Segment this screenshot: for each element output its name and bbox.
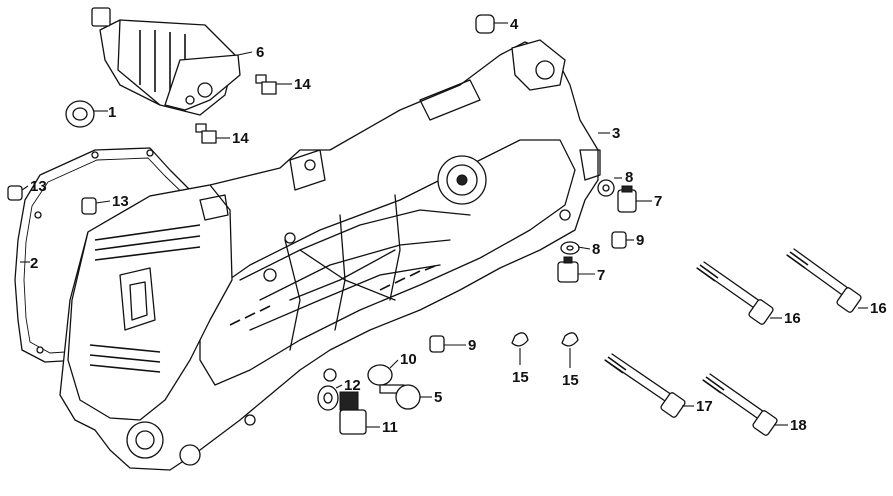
callout-12: 12	[344, 377, 361, 394]
callout-15a: 15	[512, 369, 529, 386]
drain-bolt-7a	[617, 185, 637, 213]
long-bolt-16b	[786, 248, 862, 313]
long-bolt-18	[702, 373, 778, 436]
callout-13a: 13	[30, 178, 47, 195]
callout-14b: 14	[232, 130, 249, 147]
callout-2: 2	[30, 255, 38, 272]
callout-10: 10	[400, 351, 417, 368]
o-ring-10	[367, 364, 393, 386]
callout-3: 3	[612, 125, 620, 142]
washer-12	[317, 385, 339, 411]
callout-11: 11	[382, 419, 398, 436]
dowel-9b	[429, 335, 445, 353]
long-bolt-17	[604, 353, 686, 418]
bolt-14a	[255, 74, 277, 95]
starter-motor	[91, 7, 241, 116]
callout-5: 5	[434, 389, 442, 406]
clip-15b	[561, 332, 579, 347]
callout-9b: 9	[468, 337, 476, 354]
callout-7b: 7	[597, 267, 605, 284]
bushing	[65, 100, 95, 128]
clip-15a	[511, 332, 529, 347]
bolt-14b	[195, 123, 217, 144]
washer-8b	[560, 241, 580, 255]
callout-15b: 15	[562, 372, 579, 389]
callout-17: 17	[696, 398, 713, 415]
washer-8a	[597, 179, 615, 197]
callout-4: 4	[510, 16, 519, 33]
long-bolt-16a	[696, 261, 774, 325]
callout-6: 6	[256, 44, 264, 61]
dowel-pin-13b	[81, 197, 97, 215]
bolt-11	[339, 391, 367, 435]
callout-13b: 13	[112, 193, 129, 210]
filler-plug-5	[379, 384, 421, 410]
dowel-9a	[611, 231, 627, 249]
crankcase-housing	[59, 39, 601, 471]
callout-16b: 16	[870, 300, 887, 317]
callout-labels: 1 2 3 4 5 6 7 7 8 8 9 9 10 11 12 13 13 1…	[30, 16, 887, 436]
dowel-pin-13a	[7, 185, 23, 201]
callout-16a: 16	[784, 310, 801, 327]
callout-7a: 7	[654, 193, 662, 210]
callout-8a: 8	[625, 169, 633, 186]
dowel-top	[475, 14, 495, 34]
drain-bolt-7b	[557, 256, 579, 283]
leader-lines	[20, 22, 868, 428]
callout-9a: 9	[636, 232, 644, 249]
callout-1: 1	[108, 104, 116, 121]
callout-18: 18	[790, 417, 807, 434]
callout-14a: 14	[294, 76, 311, 93]
callout-8b: 8	[592, 241, 600, 258]
